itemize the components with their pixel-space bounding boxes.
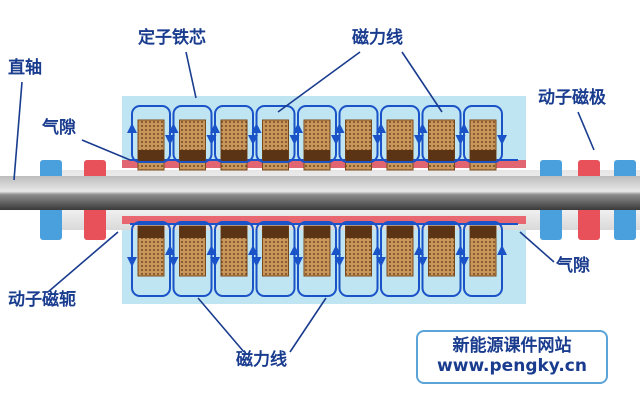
coil-base (221, 226, 247, 238)
label-air-gap-right: 气隙 (556, 256, 590, 276)
leader-lines (13, 51, 595, 353)
coil-base (304, 150, 330, 162)
flux-loops-bottom (127, 221, 507, 297)
leader-mover-yoke (47, 231, 119, 293)
leader-airgap-right (519, 231, 555, 263)
flux-loops-top (127, 105, 507, 163)
coil-base (387, 226, 413, 238)
leader-flux-bottom-1 (197, 297, 245, 353)
label-mover-pole: 动子磁极 (538, 88, 606, 108)
leader-airgap-left (81, 139, 131, 161)
coil-base (179, 226, 206, 238)
coils-bottom-row (137, 225, 497, 277)
coil-base (428, 150, 455, 162)
label-flux-lines-bottom: 磁力线 (236, 350, 287, 370)
leader-shaft (13, 81, 23, 181)
coil-base (262, 150, 289, 162)
coil-base (138, 150, 164, 162)
coil-base (262, 226, 289, 238)
coil-base (304, 226, 330, 238)
leader-flux-top-2 (401, 51, 443, 113)
coil-base (221, 150, 247, 162)
coil-base (138, 226, 164, 238)
leader-flux-top-1 (277, 51, 361, 113)
label-stator-core: 定子铁芯 (138, 28, 206, 48)
label-air-gap-left: 气隙 (42, 118, 76, 138)
brand-name: 新能源课件网站 (452, 336, 572, 356)
coil-base (470, 150, 496, 162)
leader-flux-bottom-2 (289, 297, 327, 353)
coil-base (428, 226, 455, 238)
coil-base (345, 150, 372, 162)
brand-box: 新能源课件网站 www.pengky.cn (416, 330, 608, 384)
label-mover-yoke: 动子磁轭 (8, 290, 76, 310)
coil-base (179, 150, 206, 162)
coil-base (387, 150, 413, 162)
label-flux-lines-top: 磁力线 (352, 28, 403, 48)
leader-stator-core (185, 51, 197, 99)
shaft (0, 176, 640, 210)
mover-pole-strip-bottom (122, 216, 526, 224)
brand-url[interactable]: www.pengky.cn (437, 356, 587, 376)
coil-base (345, 226, 372, 238)
label-shaft: 直轴 (8, 58, 42, 78)
leader-mover-pole (577, 111, 595, 151)
coil-base (470, 226, 496, 238)
